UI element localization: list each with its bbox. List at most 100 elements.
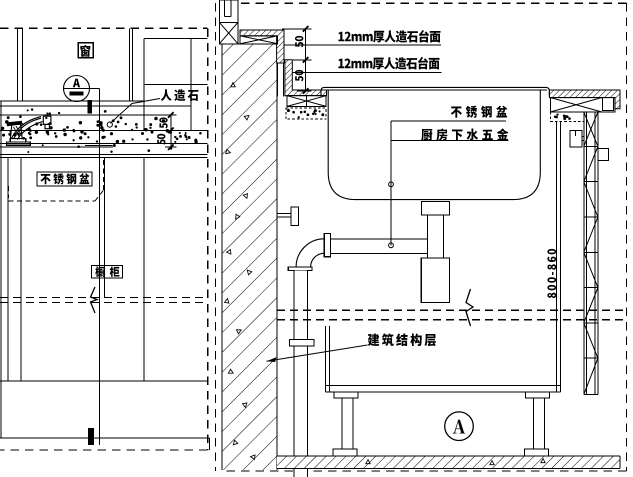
mortar-stipple-left-part [314, 112, 317, 116]
countertop-note-top-part [418, 30, 430, 43]
stone-stipple-texture-part [45, 116, 48, 120]
stone-stipple-texture-part [79, 136, 83, 140]
countertop-note-mid-part [362, 60, 373, 69]
dim-50-left-lower-part [157, 133, 166, 140]
stone-stipple-texture-part [178, 131, 181, 135]
stone-stipple-texture-part [28, 132, 32, 136]
stone-stipple-texture-part [115, 139, 120, 144]
faucet-part [10, 116, 42, 139]
aggregate-symbols-part [235, 213, 241, 220]
stone-stipple-texture-part [96, 123, 100, 127]
stone-stipple-texture-part [179, 135, 182, 138]
stone-stipple-texture-part [54, 135, 58, 138]
cabinet-height-dim-part [547, 284, 557, 291]
countertop-note-top-part [362, 33, 373, 42]
structure-label: 建筑结构层 [367, 333, 436, 347]
counter-blocking-left [286, 95, 327, 107]
countertop-note-mid-part [372, 57, 384, 70]
mortar-stipple-left-part [297, 116, 300, 119]
stone-stipple-texture-part [184, 133, 187, 137]
stone-stipple-texture-part [146, 138, 149, 141]
sink-label-leaders-part [388, 181, 394, 188]
aggregate-symbols-part [243, 114, 250, 121]
structure-label-part [381, 333, 394, 347]
stone-stipple-texture-part [135, 126, 138, 129]
drain-assembly-part [420, 257, 451, 303]
drain-pipe-horizontal-part-part [323, 232, 332, 258]
sink-label-leaders-part [388, 242, 394, 249]
mortar-pad-left [285, 107, 327, 120]
sink-label-right: 不锈钢盆 [450, 105, 508, 118]
drain-hardware-label-part [436, 128, 448, 141]
right-section-detail-drawing [214, 0, 628, 477]
sink-box-label: 不锈钢盆 [40, 173, 90, 185]
mortar-stipple-left-part [286, 108, 290, 113]
stone-label-part [187, 90, 199, 101]
drain-pipe-vertical [288, 270, 315, 477]
dimension-50-50-left-part [167, 111, 175, 151]
backsplash-stone-upper-part [239, 35, 279, 45]
stone-stipple-texture-part [116, 120, 120, 124]
drain-pipe-elbow-part [287, 266, 313, 272]
sink-basin-section-part [327, 89, 541, 201]
mortar-stipple-left-part [318, 110, 321, 113]
cabinet-leg-right-part [525, 391, 550, 399]
aggregate-symbols-part [246, 269, 253, 276]
aggregate-symbols-part [225, 148, 232, 155]
structure-leader [266, 344, 368, 362]
counter-blocking-right-part [550, 97, 602, 113]
mortar-stipple-left-part [306, 113, 310, 117]
stone-stipple-texture-part [141, 132, 144, 135]
cabinet-box-label: 橱柜 [95, 266, 120, 277]
stone-stipple-texture-part [83, 132, 87, 136]
stone-stipple-texture-part [154, 116, 158, 121]
stone-stipple-texture-part [199, 131, 202, 135]
aggregate-symbols-part [230, 81, 237, 88]
left-drawing-border [0, 27, 209, 451]
stone-stipple-texture-part [114, 125, 118, 128]
stone-stipple-texture-part [144, 128, 148, 132]
stone-stipple-texture-part [101, 135, 105, 140]
counter-blocking-right-part [550, 97, 616, 113]
text-labels: 窗A人造石5050不锈钢盆橱柜12mm厚人造石台面12mm厚人造石台面5050不… [40, 30, 557, 434]
aggregate-symbols-part [223, 297, 230, 304]
break-line-right [277, 309, 627, 321]
dimension-50-50-left-part-part [167, 143, 175, 151]
dim-50-right-upper-part [295, 41, 304, 48]
cabinet-label-box [90, 264, 124, 279]
stone-leader [106, 98, 161, 128]
concrete-wall-section [219, 43, 278, 471]
drain-pipe-horizontal [323, 232, 428, 258]
stone-stipple-texture-part [30, 108, 34, 111]
countertop-note-top-part [344, 31, 351, 42]
sink-box-label-part [40, 174, 51, 185]
floor-slab-section [277, 455, 621, 470]
side-panel-frame-part [583, 111, 599, 147]
stone-stipple-texture-part [147, 149, 151, 152]
side-panel-frame-part [583, 146, 599, 182]
faucet-part [13, 117, 42, 139]
stone-stipple-texture-part [77, 145, 80, 149]
structure-label-part [367, 333, 380, 347]
mortar-stipple-right [553, 113, 571, 121]
stone-stipple-texture-part [48, 112, 51, 116]
stone-stipple-texture-part [80, 130, 84, 134]
side-panel-tabs [569, 130, 609, 162]
sink-label-leaders [388, 120, 509, 249]
stone-stipple-texture-part [174, 135, 177, 139]
stone-stipple-texture-part [103, 110, 107, 113]
stone-stipple-texture-part [149, 123, 153, 127]
countertop-note-mid-part [383, 57, 396, 70]
stone-stipple-texture-part [110, 150, 113, 154]
backsplash-stone-upper [239, 29, 285, 64]
stone-stipple-texture-part [41, 144, 44, 147]
break-symbol-right [465, 288, 475, 327]
aggregate-symbols-part [227, 368, 234, 374]
dim-50-left-upper: 50 [159, 117, 168, 129]
mortar-stipple-left-part [292, 110, 295, 114]
side-panel-tabs-part [569, 130, 583, 148]
dim-50-right-lower-part [294, 69, 304, 76]
sink-box-label-part [79, 173, 90, 185]
dimension-50-50-right [282, 25, 312, 95]
stone-stipple-texture-part [0, 126, 5, 130]
